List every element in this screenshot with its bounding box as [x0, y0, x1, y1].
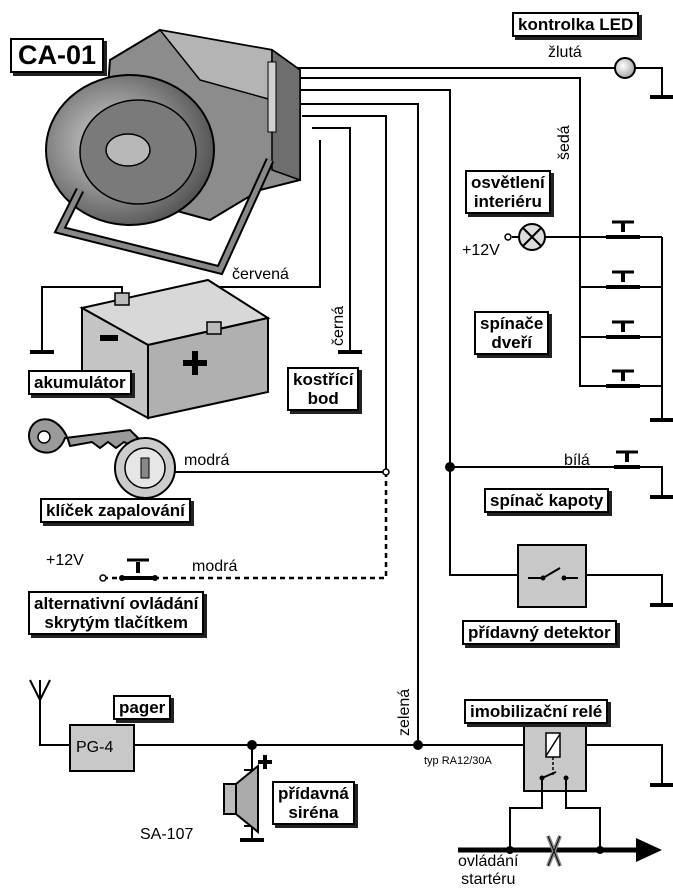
interior-light-label: osvětlení interiéru: [465, 170, 551, 214]
siren-icon: [45, 28, 301, 276]
hidden-button-icon: [99, 558, 158, 582]
wire-blue-label: modrá: [184, 452, 230, 469]
speaker-model-label: SA-107: [140, 826, 194, 843]
wire-grey-label: šedá: [556, 125, 573, 160]
plus12-button-label: +12V: [46, 552, 84, 569]
hood-switch-icon: [614, 450, 640, 469]
ignition-label: klíček zapalování: [40, 498, 191, 523]
wire-white-label: bílá: [564, 452, 590, 469]
alt-control-label: alternativní ovládání skrytým tlačítkem: [28, 591, 205, 635]
wire-blue-alt-label: modrá: [192, 558, 238, 575]
wire-blue: [168, 115, 387, 473]
key-icon: [28, 418, 140, 454]
ignition-lock-icon: [114, 437, 176, 499]
immobilizer-label: imobilizační relé: [464, 699, 609, 724]
wire-detector: [449, 467, 518, 576]
wire-black: [312, 127, 351, 352]
door-switches-label: spínače dveří: [474, 311, 550, 355]
wire-white: [282, 89, 614, 468]
detector-label: přídavný detektor: [462, 620, 617, 645]
extra-siren-label: přídavná siréna: [272, 781, 355, 825]
battery-icon: [79, 278, 271, 420]
led-label: kontrolka LED: [512, 12, 640, 37]
pager-model-label: PG-4: [76, 739, 114, 756]
starter-label: ovládání startéru: [458, 853, 519, 888]
wire-green: [292, 103, 419, 745]
starter-arrow: [458, 835, 662, 867]
relay-box: [523, 724, 587, 792]
lamp-icon: [504, 223, 546, 251]
speaker-icon: [223, 763, 259, 835]
wire-yellow-label: žlutá: [548, 44, 582, 61]
hood-switch-label: spínač kapoty: [484, 488, 610, 513]
pager-box: [69, 724, 135, 772]
plus-icon: [258, 755, 272, 769]
relay-type-label: typ RA12/30A: [424, 755, 492, 767]
title-label: CA-01: [10, 38, 105, 73]
door-switch-icons: [606, 220, 640, 388]
detector-box: [517, 544, 587, 608]
wire-black-label: černá: [330, 305, 347, 346]
wire-green-label: zelená: [396, 688, 413, 736]
plus12-lamp-label: +12V: [462, 242, 500, 259]
led-icon: [614, 57, 636, 79]
battery-label: akumulátor: [28, 370, 132, 395]
wire-yellow: [272, 67, 663, 97]
pager-label: pager: [113, 695, 172, 720]
ground-point-label: kostřící bod: [287, 367, 360, 411]
ground-symbols: [30, 95, 673, 842]
antenna-icon: [29, 679, 51, 701]
wire-red-label: červená: [232, 266, 289, 283]
